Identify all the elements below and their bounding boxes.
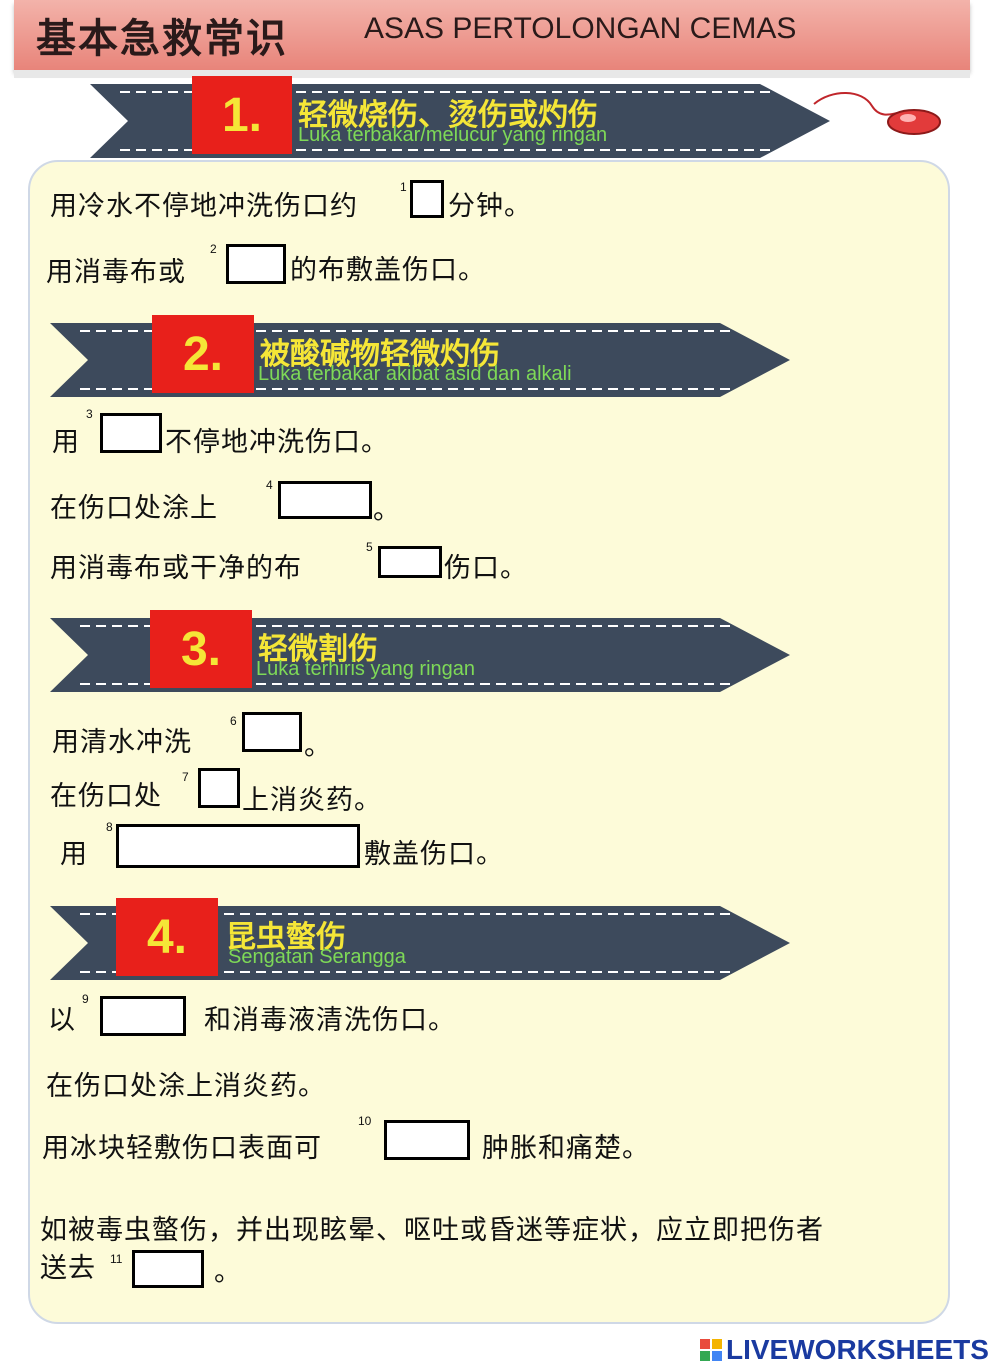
instruction-line: 。	[214, 1257, 242, 1288]
instruction-line: 肿胀和痛楚。	[482, 1133, 650, 1164]
instruction-line: 分钟。	[448, 191, 532, 222]
instruction-line: 不停地冲洗伤口。	[165, 427, 389, 458]
liveworksheets-logo: LIVEWORKSHEETS	[700, 1334, 989, 1366]
blank-number: 11	[110, 1252, 123, 1266]
answer-blank-6[interactable]	[242, 712, 302, 752]
instruction-line: 敷盖伤口。	[364, 839, 504, 870]
instruction-line: 在伤口处涂上消炎药。	[46, 1071, 326, 1102]
section-subtitle: Luka terbakar/melucur yang ringan	[298, 124, 608, 146]
section-number: 4.	[116, 898, 218, 976]
page-title: 基本急救常识	[36, 15, 288, 62]
section-title: 轻微割伤	[258, 632, 378, 667]
header-divider	[14, 70, 970, 78]
watermark-text: LIVEWORKSHEETS	[726, 1334, 989, 1365]
section-subtitle: Luka terbakar akibat asid dan alkali	[258, 363, 572, 385]
blank-number: 9	[82, 992, 89, 1006]
section-number: 2.	[152, 315, 254, 393]
instruction-line: 上消炎药。	[242, 785, 382, 816]
answer-blank-7[interactable]	[198, 768, 240, 808]
instruction-line: 。	[304, 731, 332, 762]
instruction-line: 用消毒布或	[46, 257, 186, 288]
blank-number: 8	[106, 820, 113, 834]
instruction-line: 和消毒液清洗伤口。	[204, 1005, 456, 1036]
instruction-line: 的布敷盖伤口。	[290, 255, 486, 286]
section-title: 被酸碱物轻微灼伤	[260, 337, 500, 372]
section-subtitle: Luka terhiris yang ringan	[256, 658, 476, 680]
instruction-line: 用清水冲洗	[52, 727, 192, 758]
blank-number: 5	[366, 540, 373, 554]
answer-blank-3[interactable]	[100, 413, 162, 453]
instruction-line: 以	[48, 1005, 76, 1036]
section-subtitle: Sengatan Serangga	[228, 946, 406, 968]
instruction-line: 用	[52, 427, 80, 458]
answer-blank-11[interactable]	[132, 1250, 204, 1288]
instruction-line: 在伤口处涂上	[50, 493, 218, 524]
blank-number: 1	[400, 180, 407, 194]
answer-blank-1[interactable]	[410, 180, 444, 218]
instruction-line: 伤口。	[444, 553, 528, 584]
liveworksheets-icon	[700, 1339, 722, 1361]
blank-number: 7	[182, 770, 189, 784]
instruction-line: 送去	[40, 1253, 96, 1284]
section-banner-4: 4. 昆虫螫伤 Sengatan Serangga	[50, 898, 790, 980]
section-title: 轻微烧伤、烫伤或灼伤	[298, 98, 598, 133]
instruction-line: 如被毒虫螫伤，并出现眩晕、呕吐或昏迷等症状，应立即把伤者	[40, 1215, 824, 1246]
instruction-line: 用	[60, 839, 88, 870]
answer-blank-4[interactable]	[278, 481, 372, 519]
section-banner-3: 3. 轻微割伤 Luka terhiris yang ringan	[50, 610, 790, 692]
page-header: 基本急救常识 ASAS PERTOLONGAN CEMAS	[14, 0, 970, 70]
section-banner-2: 2. 被酸碱物轻微灼伤 Luka terbakar akibat asid da…	[50, 315, 790, 397]
section-number: 1.	[192, 76, 292, 154]
blank-number: 3	[86, 407, 93, 421]
answer-blank-5[interactable]	[378, 546, 442, 578]
instruction-line: 用冷水不停地冲洗伤口约	[50, 191, 358, 222]
answer-blank-8[interactable]	[116, 824, 360, 868]
answer-blank-9[interactable]	[100, 996, 186, 1036]
blank-number: 6	[230, 714, 237, 728]
instruction-line: 在伤口处	[50, 781, 162, 812]
computer-mouse-icon	[813, 92, 941, 135]
section-title: 昆虫螫伤	[226, 920, 346, 955]
instruction-line: 用消毒布或干净的布	[50, 553, 302, 584]
section-banner-1: 1. 轻微烧伤、烫伤或灼伤 Luka terbakar/melucur yang…	[90, 76, 830, 158]
blank-number: 2	[210, 242, 217, 256]
answer-blank-10[interactable]	[384, 1120, 470, 1160]
blank-number: 4	[266, 478, 273, 492]
section-number: 3.	[150, 610, 252, 688]
page-subtitle: ASAS PERTOLONGAN CEMAS	[364, 12, 797, 45]
instruction-line: 。	[373, 495, 401, 526]
blank-number: 10	[358, 1114, 372, 1128]
answer-blank-2[interactable]	[226, 244, 286, 284]
instruction-line: 用冰块轻敷伤口表面可	[42, 1133, 322, 1164]
